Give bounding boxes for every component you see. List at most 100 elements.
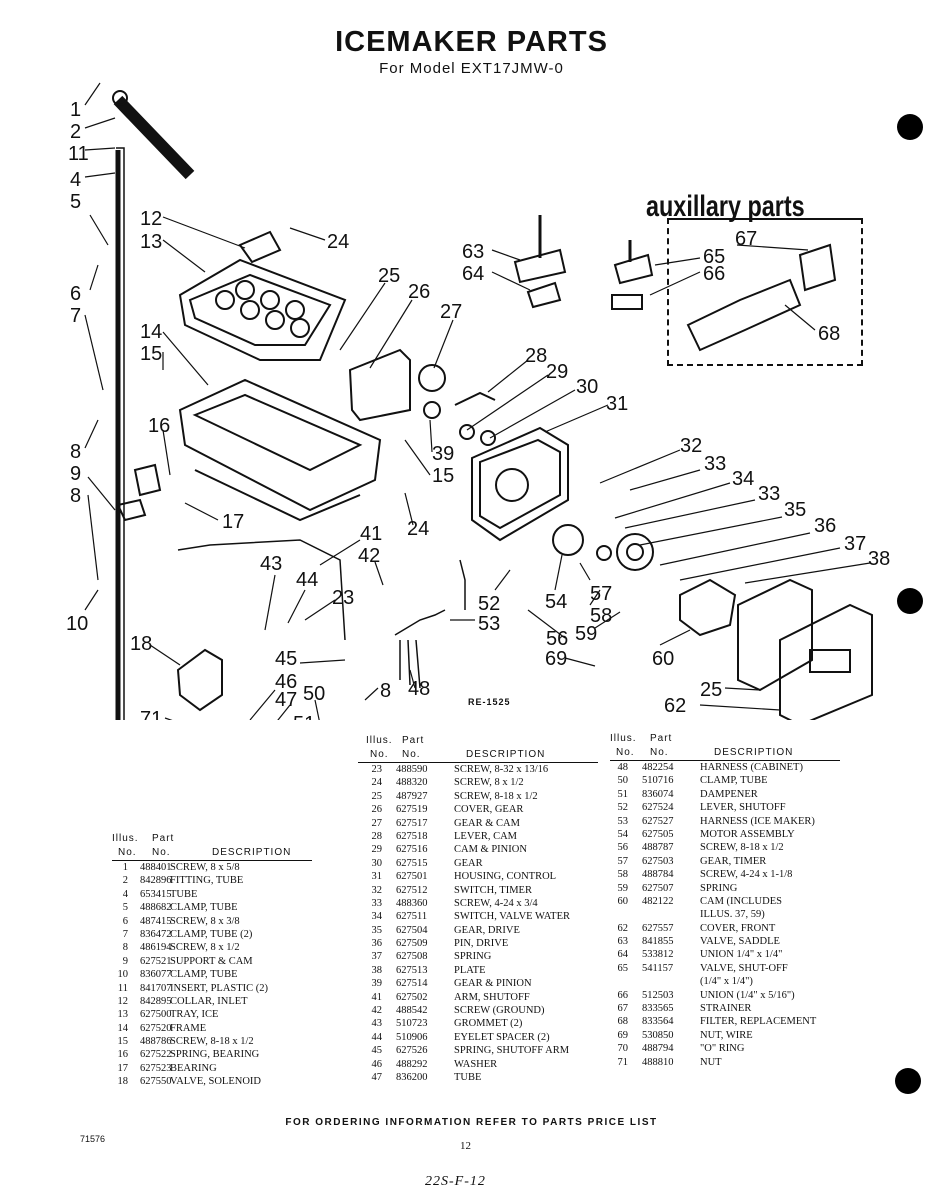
part-number: 653415: [140, 888, 172, 900]
part-description: GEAR & PINION: [454, 978, 532, 990]
col-illus-label: Illus.: [610, 733, 637, 744]
part-number: 482122: [642, 895, 674, 907]
illus-number: 71: [617, 1056, 629, 1068]
illus-number: 28: [371, 830, 383, 842]
callout-number: 64: [462, 263, 484, 285]
illus-number: 25: [371, 790, 383, 802]
part-number: 627501: [396, 871, 428, 883]
part-description: NUT, WIRE: [700, 1029, 753, 1041]
part-description: CLAMP, TUBE: [700, 775, 768, 787]
callout-number: 9: [70, 463, 81, 485]
illus-number: 1: [122, 862, 128, 873]
illus-number: 23: [371, 764, 383, 775]
table-header: Illus. Part No. No. DESCRIPTION: [112, 832, 312, 860]
illus-number: 42: [371, 1005, 383, 1017]
part-number: 627521: [140, 955, 172, 967]
callout-number: 14: [140, 321, 162, 343]
part-number: 627523: [140, 1062, 172, 1074]
part-number: 627522: [140, 1049, 172, 1061]
illus-number: 18: [117, 1076, 129, 1088]
callout-number: 33: [704, 453, 726, 475]
part-description: SPRING: [700, 882, 738, 894]
illus-number: 64: [617, 949, 629, 961]
part-number: 488401: [140, 862, 172, 873]
illus-number: 41: [371, 991, 383, 1003]
callout-number: 17: [222, 511, 244, 533]
part-number: 627514: [396, 978, 428, 990]
part-description: WASHER: [454, 1058, 498, 1070]
callout-number: 67: [735, 228, 757, 250]
part-number: 488787: [642, 842, 674, 854]
part-description: SPRING, BEARING: [170, 1049, 260, 1061]
handwritten-code: 22S-F-12: [425, 1174, 486, 1189]
part-number: 488542: [396, 1005, 428, 1017]
part-number: 482254: [642, 762, 674, 773]
shutoff-arm: [177, 539, 346, 641]
part-number: 627505: [642, 828, 674, 840]
col-part-label: Part: [152, 833, 175, 844]
part-number: 627518: [396, 830, 428, 842]
part-description: LEVER, SHUTOFF: [700, 802, 786, 814]
col-no-label: No.: [402, 749, 421, 760]
callout-number: 41: [360, 523, 382, 545]
page-number: 12: [460, 1140, 471, 1152]
col-desc-label: DESCRIPTION: [212, 847, 292, 858]
model-subtitle: For Model EXT17JMW-0: [379, 60, 564, 77]
callout-number: 26: [408, 281, 430, 303]
illus-number: 54: [617, 828, 629, 840]
illus-number: 51: [617, 788, 629, 800]
punch-hole-icon: [897, 114, 923, 140]
filter: [686, 278, 802, 352]
callout-number: 58: [590, 605, 612, 627]
part-number: 627526: [396, 1045, 428, 1057]
illus-number: 66: [617, 989, 629, 1001]
col-no-label: No.: [650, 747, 669, 758]
illus-number: 32: [371, 884, 383, 896]
col-no-label: No.: [370, 749, 389, 760]
illus-number: 9: [122, 955, 128, 967]
callout-number: 69: [545, 648, 567, 670]
illus-number: 34: [371, 911, 383, 923]
part-description: COVER, GEAR: [454, 804, 524, 816]
part-number: 488786: [140, 1036, 172, 1048]
auxiliary-parts-box: [667, 218, 863, 366]
illus-number: 56: [617, 842, 629, 854]
part-description: GEAR, DRIVE: [454, 924, 520, 936]
callout-number: 12: [140, 208, 162, 230]
callout-number: 28: [525, 345, 547, 367]
callout-number: 62: [664, 695, 686, 717]
col-no-label: No.: [616, 747, 635, 758]
part-number: 627524: [642, 802, 674, 814]
callout-number: 50: [303, 683, 325, 705]
ice-tray: [178, 258, 347, 361]
col-part-label: Part: [402, 735, 425, 746]
callout-number: 30: [576, 376, 598, 398]
part-description: CAM (INCLUDES: [700, 895, 782, 907]
callout-number: 53: [478, 613, 500, 635]
part-number: 530850: [642, 1029, 674, 1041]
saddle-valve: [513, 248, 567, 284]
illus-number: 68: [617, 1016, 629, 1028]
illus-number: 24: [371, 777, 383, 789]
col-desc-label: DESCRIPTION: [714, 747, 794, 758]
